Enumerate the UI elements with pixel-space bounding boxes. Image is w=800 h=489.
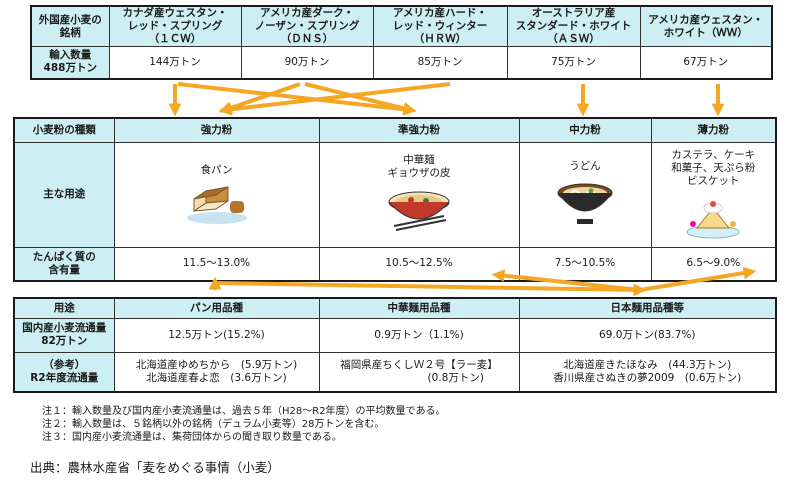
brand-dns: アメリカ産ダーク・ ノーザン・スプリング （ＤＮＳ）	[240, 5, 374, 47]
brand-header-label: 外国産小麦の 銘柄	[30, 5, 110, 47]
import-wheat-table: 外国産小麦の 銘柄 カナダ産ウェスタン・ レッド・スプリング （１ＣＷ） アメリ…	[30, 5, 773, 80]
brand-hrw: アメリカ産ハード・ レッド・ウィンター （ＨＲＷ）	[372, 5, 508, 47]
cake-icon	[686, 201, 740, 239]
use-medium: うどん	[518, 141, 652, 248]
flour-type-table: 小麦粉の種類 強力粉 準強力粉 中力粉 薄力粉 主な用途 食パン 中華麺 ギ	[13, 117, 777, 282]
category-bread: パン用品種	[113, 297, 320, 319]
arrow-hrw-to-strong	[218, 82, 451, 116]
import-volume-1cw: 144万トン	[108, 46, 242, 79]
brand-ww: アメリカ産ウェスタン・ ホワイト（ＷＷ）	[639, 5, 773, 47]
arrow-dns-to-semi	[304, 82, 417, 115]
flour-type-weak: 薄力粉	[650, 117, 777, 143]
protein-strong: 11.5～13.0%	[113, 246, 320, 282]
source-citation: 出典：農林水産省「麦をめぐる事情（小麦）	[30, 460, 280, 475]
flour-type-semi-strong: 準強力粉	[318, 117, 520, 143]
use-strong: 食パン	[113, 141, 320, 248]
flour-type-label: 小麦粉の種類	[13, 117, 115, 143]
import-volume-ww: 67万トン	[639, 46, 773, 79]
protein-medium: 7.5～10.5%	[518, 246, 652, 282]
domestic-volume-chinese-noodle: 0.9万トン（1.1%)	[318, 317, 520, 353]
udon-bowl-icon	[557, 183, 613, 224]
import-volume-asw: 75万トン	[506, 46, 641, 79]
note-1: 注１：輸入数量及び国内産小麦流通量は、過去５年（H28～R2年度）の平均数量であ…	[42, 406, 446, 417]
reference-chinese-noodle: 福岡県産ちくしＷ２号【ラー麦】 (0.8万トン)	[318, 351, 520, 393]
use-semi-strong-text: 中華麺 ギョウザの皮	[387, 153, 451, 179]
import-volume-hrw: 85万トン	[372, 46, 508, 79]
domestic-volume-japanese-noodle: 69.0万トン(83.7%)	[518, 317, 777, 353]
note-3: 注３：国内産小麦流通量は、集荷団体からの聞き取り数量である。	[42, 432, 342, 443]
brand-asw: オーストラリア産 スタンダード・ホワイト （ＡＳＷ）	[506, 5, 641, 47]
main-use-label: 主な用途	[13, 141, 115, 248]
use-strong-text: 食パン	[200, 164, 233, 176]
category-chinese-noodle: 中華麺用品種	[318, 297, 520, 319]
protein-label: たんぱく質の 含有量	[13, 246, 115, 282]
use-semi-strong: 中華麺 ギョウザの皮	[318, 141, 520, 248]
domestic-wheat-table: 用途 パン用品種 中華麺用品種 日本麺用品種等 国内産小麦流通量 82万トン 1…	[13, 297, 777, 393]
use-weak: カステラ、ケーキ 和菓子、天ぷら粉 ビスケット	[650, 141, 777, 248]
category-japanese-noodle: 日本麺用品種等	[518, 297, 777, 319]
note-2: 注２：輸入数量は、５銘柄以外の銘柄（デュラム小麦等）28万トンを含む。	[42, 419, 385, 430]
brand-1cw: カナダ産ウェスタン・ レッド・スプリング （１ＣＷ）	[108, 5, 242, 47]
arrow-semi-to-japanese-noodle	[214, 281, 647, 297]
arrow-1cw-to-semi	[177, 82, 417, 116]
bread-icon	[186, 186, 247, 224]
protein-weak: 6.5～9.0%	[650, 246, 777, 282]
flour-type-medium: 中力粉	[518, 117, 652, 143]
reference-label: （参考） R2年度流通量	[13, 351, 115, 393]
use-weak-text: カステラ、ケーキ 和菓子、天ぷら粉 ビスケット	[671, 149, 756, 187]
reference-bread: 北海道産ゆめちから (5.9万トン) 北海道産春よ恋 (3.6万トン)	[113, 351, 320, 393]
ramen-bowl-icon	[388, 191, 450, 231]
domestic-volume-bread: 12.5万トン(15.2%)	[113, 317, 320, 353]
import-volume-dns: 90万トン	[240, 46, 374, 79]
reference-japanese-noodle: 北海道産きたほなみ (44.3万トン) 香川県産さぬきの夢2009 (0.6万ト…	[518, 351, 777, 393]
domestic-volume-label: 国内産小麦流通量 82万トン	[13, 317, 115, 353]
import-volume-label: 輸入数量 488万トン	[30, 46, 110, 79]
protein-semi-strong: 10.5～12.5%	[318, 246, 520, 282]
use-medium-text: うどん	[569, 160, 601, 172]
domestic-use-label: 用途	[13, 297, 115, 319]
arrow-dns-to-strong	[218, 82, 301, 114]
flour-type-strong: 強力粉	[113, 117, 320, 143]
